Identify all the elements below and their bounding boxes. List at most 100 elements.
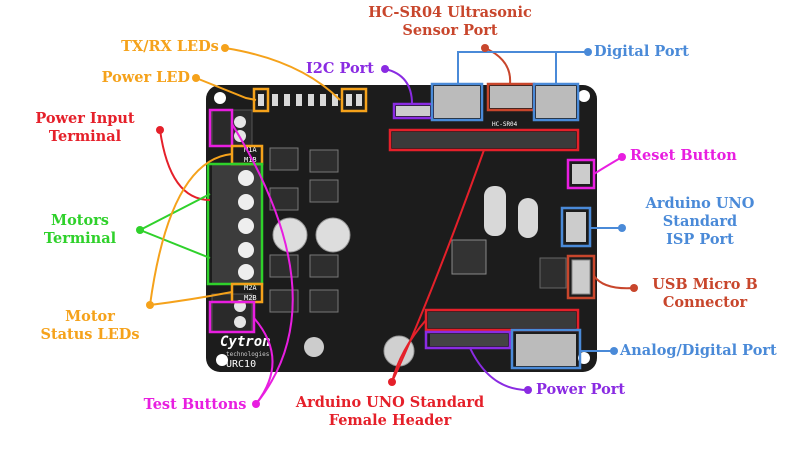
leader-power-led — [195, 77, 257, 101]
label-motor-status: Motor Status LEDs — [30, 308, 150, 344]
leader-motor-status-2 — [149, 291, 233, 306]
i2c-port — [396, 106, 430, 116]
label-power-led: Power LED — [30, 69, 190, 87]
dot-power-input — [156, 126, 164, 134]
label-reset-button: Reset Button — [630, 147, 737, 165]
label-hc-sr04-line2: Sensor Port — [402, 22, 498, 39]
dot-i2c — [381, 65, 389, 73]
mounting-hole — [214, 92, 226, 104]
label-test-buttons: Test Buttons — [130, 396, 260, 414]
label-tx-rx-text: TX/RX LEDs — [121, 38, 219, 55]
label-analog-text: Analog/Digital Port — [620, 342, 777, 359]
hc-sr04-port — [490, 86, 532, 108]
digital-port-right — [536, 86, 576, 118]
label-usb-line2: Connector — [662, 294, 748, 311]
reset-button — [572, 164, 590, 184]
test-buttons-box — [208, 300, 256, 334]
regulator — [539, 257, 567, 289]
label-power-port: Power Port — [536, 381, 625, 399]
leader-tx-rx — [224, 47, 341, 101]
label-test-text: Test Buttons — [143, 396, 247, 413]
power-input-box — [208, 108, 234, 148]
label-tx-rx-leds: TX/RX LEDs — [120, 38, 220, 56]
label-motors-line1: Motors — [51, 212, 109, 229]
dot-motors — [136, 226, 144, 234]
analog-digital-box — [510, 328, 582, 370]
leader-digital-2 — [555, 51, 588, 84]
leader-header-2 — [391, 319, 427, 383]
dot-isp — [618, 224, 626, 232]
label-analog-digital: Analog/Digital Port — [620, 342, 777, 360]
label-female-header: Arduino UNO Standard Female Header — [290, 394, 490, 430]
isp-port — [566, 212, 586, 242]
leader-digital-1 — [457, 51, 588, 84]
label-i2c-port: I2C Port — [306, 60, 374, 78]
leader-reset — [593, 156, 623, 175]
dot-header — [388, 378, 396, 386]
capacitor — [272, 217, 308, 253]
dot-tx-rx — [221, 44, 229, 52]
leader-motors-1 — [139, 193, 211, 231]
label-isp-line1: Arduino UNO — [645, 195, 755, 212]
label-power-input: Power Input Terminal — [10, 110, 160, 146]
usb-connector — [571, 259, 591, 295]
label-motors-terminal: Motors Terminal — [30, 212, 130, 248]
tx-rx-led-box — [340, 87, 368, 113]
dot-test — [252, 400, 260, 408]
mounting-hole — [578, 90, 590, 102]
dot-hc-sr04 — [481, 44, 489, 52]
terminal-screw — [238, 242, 254, 258]
leader-i2c — [384, 68, 413, 105]
terminal-screw — [238, 218, 254, 234]
terminal-screw — [238, 264, 254, 280]
pcb-board — [206, 85, 597, 372]
label-motors-line2: Terminal — [43, 230, 117, 247]
crystal — [518, 198, 538, 238]
label-i2c-text: I2C Port — [306, 60, 374, 77]
microcontroller — [451, 239, 487, 275]
dot-analog — [610, 347, 618, 355]
leader-header-1 — [391, 149, 485, 383]
label-usb: USB Micro B Connector — [640, 276, 770, 312]
mosfet-group — [269, 147, 339, 313]
capacitor — [315, 217, 351, 253]
label-power-input-line1: Power Input — [35, 110, 135, 127]
leader-power-port — [469, 347, 529, 391]
dot-usb — [630, 284, 638, 292]
analog-digital-port — [516, 334, 576, 366]
led-row — [258, 94, 362, 106]
leader-motors-2 — [139, 229, 211, 259]
dot-motor-status — [146, 301, 154, 309]
label-header-line2: Female Header — [328, 412, 452, 429]
label-hc-sr04-line1: HC-SR04 Ultrasonic — [368, 4, 532, 21]
leader-test-2 — [253, 317, 274, 405]
test-button-knob — [234, 116, 246, 128]
model-number: URC10 — [226, 359, 256, 370]
label-isp-port: Arduino UNO Standard ISP Port — [630, 195, 770, 249]
bottom-header — [428, 312, 576, 328]
capacitor — [304, 337, 324, 357]
brand-logo: Cytron — [220, 334, 271, 350]
label-power-port-text: Power Port — [536, 381, 626, 398]
label-power-led-text: Power LED — [101, 69, 190, 86]
silk-m1b: M1B — [244, 156, 257, 164]
test-button-knob — [234, 316, 246, 328]
label-usb-line1: USB Micro B — [652, 276, 758, 293]
silk-m1a: M1A — [244, 146, 257, 154]
leader-power-input — [159, 129, 211, 201]
terminal-screw — [238, 194, 254, 210]
label-power-input-line2: Terminal — [48, 128, 122, 145]
leader-hc-sr04 — [484, 47, 512, 85]
dot-reset — [618, 153, 626, 161]
silk-hcsr04: HC-SR04 — [492, 121, 518, 128]
digital-port-left — [434, 86, 480, 118]
brand-sub: technologies — [226, 351, 270, 358]
label-isp-line3: ISP Port — [666, 231, 734, 248]
silk-m2a: M2A — [244, 284, 257, 292]
terminal-screw — [238, 170, 254, 186]
silk-m2b: M2B — [244, 294, 257, 302]
label-isp-line2: Standard — [662, 213, 738, 230]
leader-motor-status-1 — [149, 153, 233, 306]
